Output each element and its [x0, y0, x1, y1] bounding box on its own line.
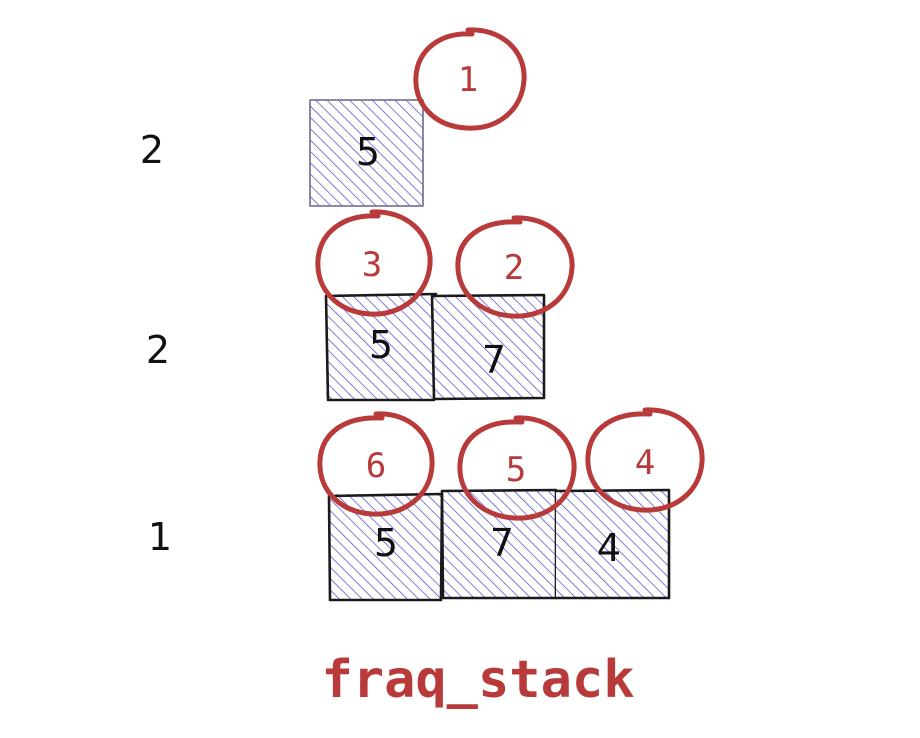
- diagram-title: fraq_stack: [321, 650, 634, 710]
- push-order-number: 2: [504, 248, 524, 288]
- push-order-marker: 2: [455, 215, 575, 319]
- push-order-marker: 5: [457, 415, 577, 521]
- row-frequency-label: 2: [140, 128, 164, 172]
- push-order-number: 6: [366, 446, 386, 486]
- box-value: 5: [369, 323, 393, 367]
- box-value: 5: [374, 521, 398, 565]
- stack-row-top: 2 5 1: [140, 27, 527, 207]
- stack-box: 5: [324, 292, 438, 402]
- push-order-marker: 3: [315, 209, 433, 317]
- box-value: 5: [356, 130, 380, 174]
- push-order-marker: 4: [585, 407, 705, 513]
- row-frequency-label: 1: [148, 515, 172, 559]
- push-order-number: 4: [635, 443, 655, 483]
- push-order-marker: 6: [317, 411, 435, 517]
- push-order-marker: 1: [413, 27, 527, 131]
- push-order-number: 3: [362, 245, 382, 285]
- stack-box: 4: [554, 488, 671, 600]
- box-value: 4: [597, 526, 621, 570]
- box-value: 7: [490, 521, 514, 565]
- push-order-number: 1: [458, 60, 478, 100]
- stack-box: 7: [440, 488, 558, 600]
- stack-box: 5: [309, 99, 424, 207]
- stack-box: 5: [327, 492, 444, 602]
- stack-row-middle: 2 5 7 3 2: [146, 209, 575, 402]
- box-value: 7: [482, 338, 506, 382]
- row-frequency-label: 2: [146, 328, 170, 372]
- stack-row-bottom: 1 5 7 4 6 5 4: [148, 407, 705, 602]
- push-order-number: 5: [506, 450, 526, 490]
